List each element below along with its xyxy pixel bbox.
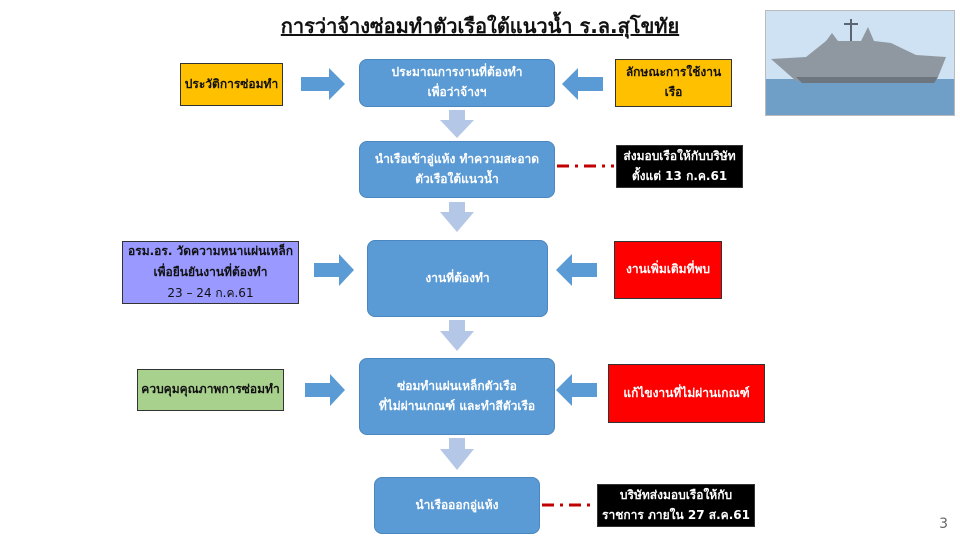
handover-note-line2: ตั้งแต่ 13 ก.ค.61 — [631, 168, 728, 183]
return-note-line2: ราชการ ภายใน 27 ส.ค.61 — [602, 507, 750, 522]
main-step-drydock-clean: นำเรือเข้าอู่แห้ง ทำความสะอาด ตัวเรือใต้… — [359, 141, 555, 198]
ship-photo — [765, 10, 955, 116]
down-arrow-3 — [440, 320, 474, 351]
left-arrow-additional — [556, 254, 597, 286]
down-arrow-2 — [440, 202, 474, 232]
ship-usage-box: ลักษณะการใช้งาน เรือ — [615, 59, 732, 107]
ship-illustration — [766, 11, 954, 115]
down-arrow-4 — [440, 438, 474, 470]
right-arrow-thickness — [314, 254, 354, 286]
page-number: 3 — [939, 516, 948, 532]
ship-usage-line1: ลักษณะการใช้งาน — [625, 65, 722, 80]
thickness-line1: อรม.อร. วัดความหนาแผ่นเหล็ก — [128, 244, 293, 258]
additional-work-label: งานเพิ่มเติมที่พบ — [626, 262, 710, 277]
repair-history-label: ประวัติการซ่อมทำ — [184, 76, 279, 91]
main-step-undock: นำเรือออกอู่แห้ง — [374, 477, 540, 534]
additional-work-box: งานเพิ่มเติมที่พบ — [614, 241, 722, 299]
slide-title: การว่าจ้างซ่อมทำตัวเรือใต้แนวน้ำ ร.ล.สุโ… — [280, 14, 680, 38]
right-arrow-quality — [305, 374, 345, 406]
main-step-estimate: ประมาณการงานที่ต้องทำ เพื่อว่าจ้างฯ — [359, 59, 555, 107]
thickness-line3: 23 – 24 ก.ค.61 — [167, 286, 254, 300]
main-step-3-line1: งานที่ต้องทำ — [425, 270, 490, 285]
main-step-1-line2: เพื่อว่าจ้างฯ — [427, 85, 487, 99]
fix-failed-work-box: แก้ไขงานที่ไม่ผ่านเกณฑ์ — [608, 364, 765, 423]
main-step-repair-paint: ซ่อมทำแผ่นเหล็กตัวเรือ ที่ไม่ผ่านเกณฑ์ แ… — [359, 358, 555, 435]
main-step-4-line2: ที่ไม่ผ่านเกณฑ์ และทำสีตัวเรือ — [378, 398, 536, 413]
main-step-5-line1: นำเรือออกอู่แห้ง — [415, 497, 499, 512]
fix-failed-work-label: แก้ไขงานที่ไม่ผ่านเกณฑ์ — [623, 385, 750, 400]
right-arrow-history — [301, 68, 345, 100]
repair-history-box: ประวัติการซ่อมทำ — [180, 63, 283, 106]
return-note-line1: บริษัทส่งมอบเรือให้กับ — [619, 487, 733, 502]
main-step-1-line1: ประมาณการงานที่ต้องทำ — [391, 65, 523, 80]
handover-to-company-note: ส่งมอบเรือให้กับบริษัท ตั้งแต่ 13 ก.ค.61 — [616, 145, 743, 188]
ship-usage-line2: เรือ — [664, 85, 683, 99]
left-arrow-usage — [562, 68, 603, 100]
main-step-2-line1: นำเรือเข้าอู่แห้ง ทำความสะอาด — [374, 151, 540, 166]
thickness-line2: เพื่อยืนยันงานที่ต้องทำ — [153, 265, 268, 279]
thickness-measurement-box: อรม.อร. วัดความหนาแผ่นเหล็ก เพื่อยืนยันง… — [122, 241, 299, 304]
quality-control-box: ควบคุมคุณภาพการซ่อมทำ — [137, 369, 284, 411]
down-arrow-1 — [440, 110, 474, 138]
main-step-2-line2: ตัวเรือใต้แนวน้ำ — [415, 171, 499, 186]
main-step-required-work: งานที่ต้องทำ — [367, 240, 548, 317]
handover-note-line1: ส่งมอบเรือให้กับบริษัท — [623, 148, 736, 163]
quality-control-label: ควบคุมคุณภาพการซ่อมทำ — [141, 382, 280, 397]
return-to-government-note: บริษัทส่งมอบเรือให้กับ ราชการ ภายใน 27 ส… — [597, 484, 755, 527]
main-step-4-line1: ซ่อมทำแผ่นเหล็กตัวเรือ — [397, 378, 517, 393]
left-arrow-fix — [556, 374, 597, 406]
